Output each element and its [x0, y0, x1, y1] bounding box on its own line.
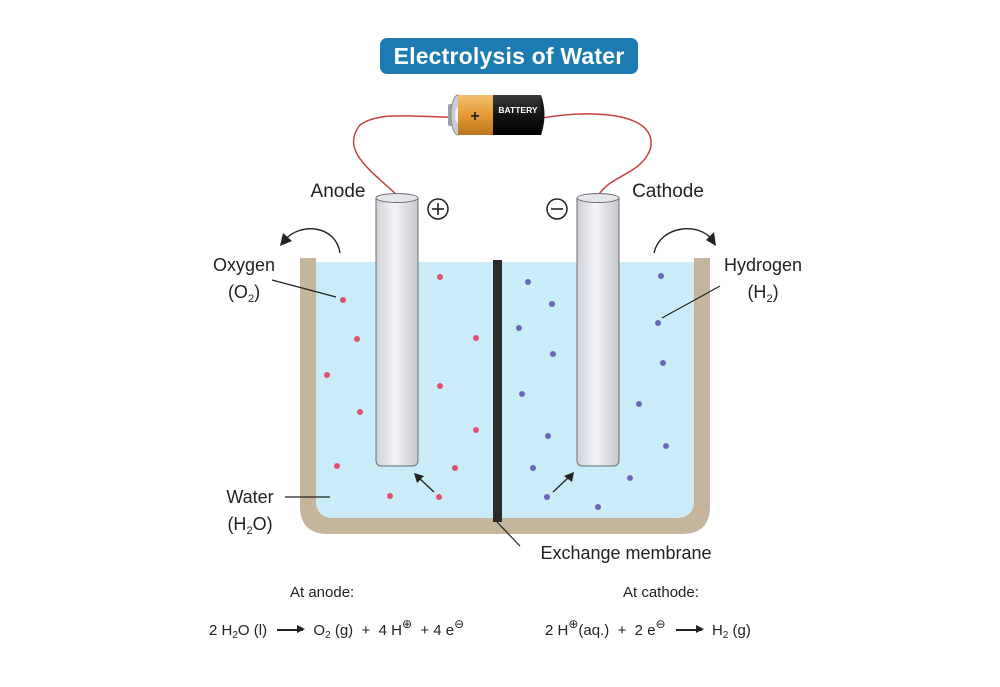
- reaction-arrow-icon: [675, 626, 704, 633]
- anode-equation: 2 H2O (l) O2 (g) + 4 H⊕ + 4 e⊖: [209, 617, 465, 641]
- hydrogen-particle: [663, 443, 669, 449]
- hydrogen-label: Hydrogen: [724, 255, 802, 275]
- cathode-label: Cathode: [632, 181, 704, 202]
- oxygen-particle: [340, 297, 346, 303]
- cathode-equation: 2 H⊕(aq.) + 2 e⊖ H2 (g): [545, 617, 751, 641]
- oxygen-particle: [452, 465, 458, 471]
- negative-terminal-icon: [546, 198, 568, 220]
- anode-wire: [352, 115, 456, 197]
- positive-terminal-icon: [427, 198, 449, 220]
- hydrogen-particle: [658, 273, 664, 279]
- oxygen-formula: (O2): [228, 282, 260, 305]
- oxygen-particle: [436, 494, 442, 500]
- oxygen-particle: [354, 336, 360, 342]
- oxygen-particle: [324, 372, 330, 378]
- diagram-title: Electrolysis of Water: [380, 38, 638, 74]
- hydrogen-leader-line: [661, 285, 721, 319]
- water-formula: (H2O): [227, 514, 272, 537]
- negative-charge-icon: ⊖: [655, 617, 666, 631]
- oxygen-particle: [437, 383, 443, 389]
- water: [316, 262, 694, 518]
- oxygen-particles: [324, 274, 479, 500]
- hydrogen-particle: [660, 360, 666, 366]
- water-label: Water: [226, 487, 273, 507]
- reaction-arrow-icon: [277, 626, 306, 633]
- hydrogen-particle: [519, 391, 525, 397]
- cathode-equation-heading: At cathode:: [623, 584, 699, 601]
- membrane-label: Exchange membrane: [540, 543, 711, 563]
- membrane-leader-line: [496, 521, 521, 547]
- hydrogen-particle: [636, 401, 642, 407]
- battery-label: BATTERY: [498, 105, 538, 115]
- oxygen-particle: [437, 274, 443, 280]
- hydrogen-particle: [595, 504, 601, 510]
- oxygen-release-arrow: [280, 228, 341, 254]
- hydrogen-release-arrow: [653, 228, 716, 254]
- cathode-electrode: [576, 193, 620, 467]
- oxygen-label: Oxygen: [213, 255, 275, 275]
- hydrogen-formula: (H2): [747, 282, 778, 305]
- oxygen-particle: [357, 409, 363, 415]
- hydrogen-particle: [550, 351, 556, 357]
- cathode-wire: [541, 113, 652, 197]
- hydrogen-particle: [530, 465, 536, 471]
- hydrogen-particles: [516, 273, 669, 510]
- positive-charge-icon: ⊕: [568, 617, 579, 631]
- hydrogen-particle: [549, 301, 555, 307]
- hydrogen-particle: [544, 494, 550, 500]
- oxygen-particle: [473, 427, 479, 433]
- oxygen-particle: [473, 335, 479, 341]
- anode-equation-heading: At anode:: [290, 584, 355, 601]
- oxygen-particle: [387, 493, 393, 499]
- battery-plus: +: [470, 108, 479, 125]
- exchange-membrane: [493, 260, 502, 522]
- anode-label: Anode: [311, 181, 366, 202]
- cathode-migration-arrow: [552, 472, 574, 493]
- oxygen-particle: [334, 463, 340, 469]
- hydrogen-particle: [627, 475, 633, 481]
- hydrogen-particle: [545, 433, 551, 439]
- oxygen-leader-line: [271, 279, 337, 298]
- negative-charge-icon: ⊖: [454, 617, 465, 631]
- battery: [448, 94, 545, 136]
- hydrogen-particle: [655, 320, 661, 326]
- anode-migration-arrow: [414, 473, 435, 493]
- anode-electrode: [375, 193, 419, 467]
- hydrogen-particle: [525, 279, 531, 285]
- hydrogen-particle: [516, 325, 522, 331]
- positive-charge-icon: ⊕: [401, 617, 412, 631]
